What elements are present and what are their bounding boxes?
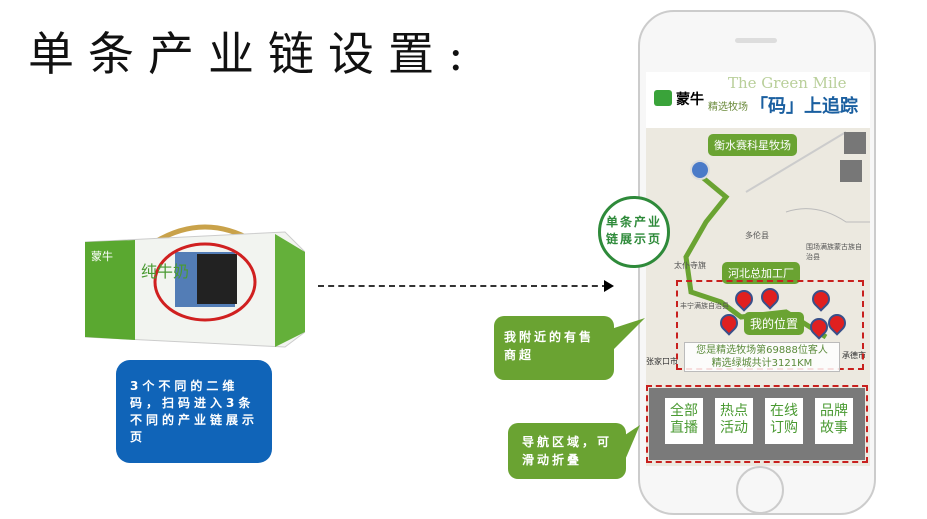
nav-brand-story[interactable]: 品牌故事	[815, 398, 853, 444]
nav-live[interactable]: 全部直播	[665, 398, 703, 444]
page-title: 单条产业链设置:	[28, 27, 478, 81]
farm-label: 衡水赛科星牧场	[708, 134, 797, 156]
distance-text: 精选绿城共计3121KM	[711, 358, 813, 369]
nav-highlight	[646, 385, 868, 463]
map-place: 承德市	[842, 351, 866, 360]
factory-label: 河北总加工厂	[722, 262, 800, 284]
stores-callout: 我附近的有售商超	[494, 316, 614, 380]
map-place: 太仆寺旗	[674, 261, 706, 270]
dashed-arrow	[318, 285, 608, 287]
farm-marker-icon	[690, 160, 710, 180]
map-place: 丰宁满族自治县	[680, 302, 729, 310]
phone-screen: 蒙牛 The Green Mile 精选牧场 「码」上追踪 衡水赛科星牧场 河北…	[646, 72, 870, 466]
box-product-name: 纯牛奶	[141, 262, 189, 281]
mengniu-logo-icon	[654, 90, 672, 106]
callout-tails	[608, 318, 645, 460]
app-header: 蒙牛 The Green Mile 精选牧场 「码」上追踪	[646, 72, 870, 128]
single-chain-page-label: 单条产业链展示页	[598, 196, 670, 268]
nav-hot-events[interactable]: 热点活动	[715, 398, 753, 444]
zoom-control-button[interactable]	[844, 132, 866, 154]
nav-callout: 导航区域，可滑动折叠	[508, 423, 626, 479]
arrow-head-icon	[604, 280, 614, 292]
layer-button[interactable]	[840, 160, 862, 182]
map-place: 多伦县	[745, 231, 769, 240]
qr-note-box: 3个不同的二维码，扫码进入3条不同的产业链展示页	[116, 360, 272, 463]
map-place: 围场满族蒙古族自治县	[806, 243, 862, 261]
header-slogan-en: The Green Mile	[728, 74, 847, 92]
my-location-label: 我的位置	[744, 312, 805, 335]
header-slogan-small: 精选牧场	[708, 102, 748, 113]
header-brand: 蒙牛	[676, 92, 704, 108]
milk-box-image: 蒙牛 纯牛奶	[84, 222, 306, 352]
header-slogan-cn: 「码」上追踪	[750, 96, 858, 117]
nav-area: 全部直播 热点活动 在线订购 品牌故事	[649, 388, 865, 460]
nav-order-online[interactable]: 在线订购	[765, 398, 803, 444]
box-brand: 蒙牛	[91, 249, 113, 263]
map-place: 张家口市	[646, 357, 678, 366]
visitor-count-text: 您是精选牧场第69888位客人	[696, 345, 828, 356]
home-button[interactable]	[736, 466, 784, 514]
visitor-info-box: 您是精选牧场第69888位客人 精选绿城共计3121KM	[684, 342, 840, 372]
phone-speaker	[735, 38, 777, 43]
